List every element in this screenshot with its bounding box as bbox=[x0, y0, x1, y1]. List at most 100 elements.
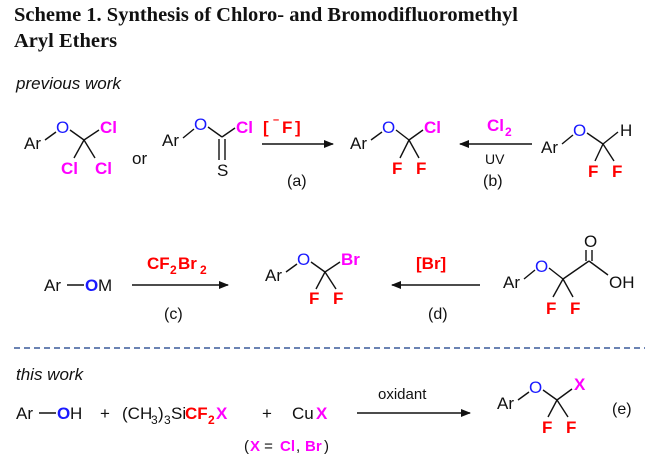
reagent-chlorine: Cl bbox=[487, 116, 504, 135]
reaction-arrow-a: [ – F ] (a) bbox=[262, 114, 334, 190]
atom-o: O bbox=[57, 404, 70, 423]
atom-cl: Cl bbox=[61, 159, 78, 178]
scheme-title: Scheme 1. Synthesis of Chloro- and Bromo… bbox=[14, 2, 654, 54]
note-paren: ) bbox=[324, 438, 329, 455]
atom-o: O bbox=[535, 257, 548, 276]
aryl-difluoromethyl-ether: Ar O H F F bbox=[541, 121, 632, 181]
bonds bbox=[523, 250, 609, 298]
reaction-arrow-b: Cl 2 UV (b) bbox=[459, 116, 532, 190]
atom-s: S bbox=[217, 161, 228, 180]
atom-ar: Ar bbox=[162, 131, 179, 150]
atom-ar: Ar bbox=[24, 134, 41, 153]
atom-m: M bbox=[98, 276, 112, 295]
note-br: Br bbox=[305, 438, 322, 455]
atom-x: X bbox=[574, 375, 586, 394]
step-label-a: (a) bbox=[287, 173, 307, 190]
or-text: or bbox=[132, 149, 147, 168]
atom-cl: Cl bbox=[95, 159, 112, 178]
reagent-si: Si bbox=[171, 404, 186, 423]
note-paren: ( bbox=[244, 438, 249, 455]
bonds bbox=[370, 129, 424, 159]
atom-h: H bbox=[70, 404, 82, 423]
oxidant-label: oxidant bbox=[378, 386, 427, 403]
atom-f: F bbox=[570, 299, 580, 318]
atom-o: O bbox=[382, 118, 395, 137]
atom-f: F bbox=[392, 159, 402, 178]
aryl-chlorothioformate: Ar O Cl S bbox=[162, 115, 253, 180]
aryl-chlorodifluoromethyl-ether: Ar O Cl F F bbox=[350, 118, 441, 178]
atom-ar: Ar bbox=[541, 138, 558, 157]
reagent-cf: CF bbox=[185, 404, 208, 423]
atom-cl: Cl bbox=[100, 118, 117, 137]
reagent-br: Br bbox=[178, 254, 197, 273]
step-label-e: (e) bbox=[612, 401, 632, 418]
reaction-arrow-c: CF 2 Br 2 (c) bbox=[132, 254, 229, 323]
uv-condition: UV bbox=[485, 151, 505, 167]
reagent-subscript: 2 bbox=[505, 125, 512, 139]
scheme-title-line2: Aryl Ethers bbox=[14, 30, 118, 52]
atom-f: F bbox=[333, 289, 343, 308]
reagent-paren: ) bbox=[158, 404, 164, 423]
step-label-b: (b) bbox=[483, 173, 503, 190]
atom-oh: OH bbox=[609, 273, 635, 292]
note-comma: , bbox=[296, 438, 304, 455]
aryl-halodifluoromethyl-ether: Ar O X F F bbox=[497, 375, 586, 437]
atom-ar: Ar bbox=[350, 134, 367, 153]
reagent-bromine-source: [Br] bbox=[416, 254, 446, 273]
reagent-subscript: 2 bbox=[200, 263, 207, 277]
atom-o: O bbox=[194, 115, 207, 134]
bonds bbox=[182, 126, 236, 160]
reagent-cf: CF bbox=[147, 254, 170, 273]
atom-ar: Ar bbox=[265, 266, 282, 285]
this-work-reaction: Ar O H + (CH 3 ) 3 Si CF 2 X + Cu X ( X … bbox=[16, 404, 329, 455]
atom-cl: Cl bbox=[236, 118, 253, 137]
atom-f: F bbox=[612, 162, 622, 181]
reagent-bracket: [ bbox=[263, 118, 269, 137]
aryloxy-difluoroacetic-acid: Ar O F F O OH bbox=[503, 232, 635, 318]
reagent-subscript: 3 bbox=[164, 413, 171, 427]
atom-ar: Ar bbox=[503, 273, 520, 292]
note-x: X bbox=[250, 438, 260, 455]
atom-o: O bbox=[85, 276, 98, 295]
atom-f: F bbox=[542, 418, 552, 437]
atom-o: O bbox=[529, 378, 542, 397]
note-cl: Cl bbox=[280, 438, 295, 455]
atom-h: H bbox=[620, 121, 632, 140]
reaction-arrow-d: [Br] (d) bbox=[391, 254, 480, 323]
atom-ar: Ar bbox=[44, 276, 61, 295]
atom-o: O bbox=[56, 118, 69, 137]
aryl-metal-oxide: Ar O M bbox=[44, 276, 112, 295]
reagent-subscript: 2 bbox=[170, 263, 177, 277]
atom-f: F bbox=[588, 162, 598, 181]
step-label-d: (d) bbox=[428, 306, 448, 323]
bonds bbox=[517, 388, 573, 418]
previous-work-label: previous work bbox=[16, 74, 121, 93]
reagent-fluoride: F bbox=[282, 118, 292, 137]
step-label-c: (c) bbox=[164, 306, 183, 323]
bonds bbox=[44, 129, 100, 159]
this-work-label: this work bbox=[16, 365, 84, 384]
atom-f: F bbox=[416, 159, 426, 178]
copper-cu: Cu bbox=[292, 404, 314, 423]
atom-br: Br bbox=[341, 250, 360, 269]
reaction-arrow-e: oxidant bbox=[357, 386, 471, 417]
atom-o-carbonyl: O bbox=[584, 232, 597, 251]
aryl-trichloromethyl-ether: Ar O Cl Cl Cl bbox=[24, 118, 117, 178]
bonds bbox=[561, 131, 619, 162]
scheme-title-line1: Scheme 1. Synthesis of Chloro- and Bromo… bbox=[14, 4, 518, 26]
plus-sign: + bbox=[262, 404, 272, 423]
aryl-bromodifluoromethyl-ether: Ar O Br F F bbox=[265, 250, 360, 308]
atom-cl: Cl bbox=[424, 118, 441, 137]
note-equals: = bbox=[260, 438, 277, 455]
atom-o: O bbox=[297, 250, 310, 269]
reagent-charge: – bbox=[273, 114, 279, 126]
bonds bbox=[285, 261, 341, 290]
reagent-subscript: 2 bbox=[208, 413, 215, 427]
atom-f: F bbox=[309, 289, 319, 308]
atom-ar: Ar bbox=[16, 404, 33, 423]
reagent-subscript: 3 bbox=[151, 413, 158, 427]
reagent-bracket: ] bbox=[295, 118, 301, 137]
atom-f: F bbox=[546, 299, 556, 318]
plus-sign: + bbox=[100, 404, 110, 423]
